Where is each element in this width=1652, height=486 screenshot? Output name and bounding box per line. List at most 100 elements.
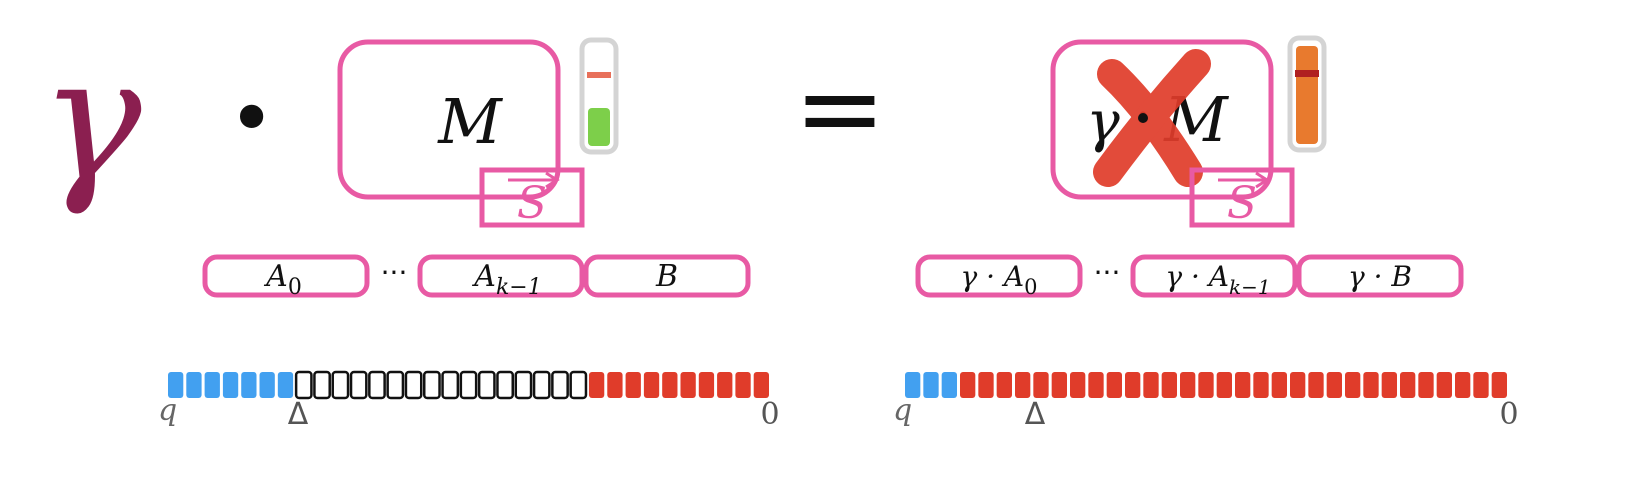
cross-out-icon (1093, 49, 1211, 187)
right-block-a0-label: γ · A0 (960, 260, 1037, 299)
right-bar-cell-red (960, 372, 976, 398)
gamma-symbol: γ (40, 21, 142, 219)
left-bar-cell-red (625, 372, 641, 398)
right-bar-cell-red (1455, 372, 1471, 398)
left-vector-box (479, 167, 585, 228)
right-delta-label: Δ (1025, 397, 1046, 432)
right-matrix-center-dot (1138, 113, 1148, 123)
left-bar-cell-empty (569, 370, 588, 400)
left-bar-cell-blue (186, 372, 202, 398)
left-noise-meter (579, 37, 619, 155)
right-bar-cell-red (1198, 372, 1214, 398)
right-bar-cell-red (1290, 372, 1306, 398)
right-noise-meter (1287, 35, 1327, 153)
left-bar-cell-blue (168, 372, 184, 398)
right-bar-cell-blue (905, 372, 921, 398)
left-meter-fill (588, 108, 610, 146)
right-modulus-bar (905, 372, 1507, 398)
right-vector-box (1189, 167, 1295, 228)
left-meter-marker (587, 72, 611, 78)
left-bar-cell-empty (532, 370, 551, 400)
left-bar-cell-empty (404, 370, 423, 400)
left-bar-cell-empty (331, 370, 350, 400)
right-q-label: q (893, 393, 912, 428)
right-bar-cell-red (1088, 372, 1104, 398)
left-bar-cell-empty (551, 370, 569, 400)
left-bar-cell-blue (277, 372, 294, 398)
right-bar-cell-red (1363, 372, 1379, 398)
left-bar-cell-red (607, 372, 623, 398)
left-block-b (583, 254, 751, 298)
left-block-a0 (202, 254, 370, 298)
left-q-label: q (158, 393, 177, 428)
right-bar-cell-red (1326, 372, 1342, 398)
right-matrix-box (1050, 39, 1274, 200)
right-bar-cell-red (1381, 372, 1397, 398)
right-bar-cell-red (1491, 372, 1507, 398)
right-block-ak (1130, 254, 1298, 298)
right-meter-marker (1295, 70, 1319, 77)
left-bar-cell-red (662, 372, 678, 398)
right-bar-cell-red (1143, 372, 1159, 398)
left-zero-label: 0 (760, 397, 779, 432)
left-matrix-box (337, 39, 561, 200)
left-bar-cell-empty (368, 370, 386, 400)
right-bar-cell-red (1308, 372, 1324, 398)
left-bar-cell-red (717, 372, 733, 398)
left-limb-blocks: A0 ··· Ak−1 B (202, 254, 751, 300)
right-zero-label: 0 (1499, 397, 1518, 432)
left-bar-cell-red (698, 372, 715, 398)
equals-sign: = (794, 44, 886, 172)
right-bar-cell-blue (923, 372, 939, 398)
left-vector-arrow (508, 171, 560, 189)
right-block-ak-label: γ · Ak−1 (1165, 260, 1270, 299)
left-matrix-label: M (437, 85, 503, 158)
left-bar-cell-empty (422, 370, 441, 400)
left-bar-cell-blue (241, 372, 257, 398)
right-bar-cell-red (1180, 372, 1196, 398)
left-bar-cell-empty (459, 370, 478, 400)
right-bar-cell-red (1070, 372, 1086, 398)
right-bar-cell-red (1473, 372, 1489, 398)
left-bar-cell-blue (222, 372, 239, 398)
left-bar-cell-red (643, 372, 660, 398)
right-bar-cell-red (1125, 372, 1141, 398)
right-bar-cell-red (1015, 372, 1031, 398)
right-vector-label: S (1227, 178, 1257, 229)
right-matrix: γ · M S (1050, 39, 1295, 229)
right-bar-cell-red (1051, 372, 1067, 398)
left-bar-cell-red (680, 372, 696, 398)
left-bar-cell-empty (514, 370, 533, 400)
multiply-dot: • (228, 72, 275, 165)
left-block-b-label: B (655, 259, 678, 294)
right-meter-fill (1296, 46, 1318, 144)
right-bar-cell-red (1161, 372, 1177, 398)
left-bar-cell-blue (204, 372, 220, 398)
right-bar-cell-red (978, 372, 994, 398)
left-ellipsis: ··· (381, 256, 408, 289)
right-block-a0 (915, 254, 1083, 298)
right-bar-cell-blue (941, 372, 957, 398)
right-vector-arrow (1218, 171, 1270, 189)
left-modulus-bar (168, 370, 769, 400)
left-delta-label: Δ (288, 397, 309, 432)
left-bar-cell-red (588, 372, 605, 398)
right-bar-cell-red (1216, 372, 1232, 398)
left-bar-cell-blue (259, 372, 275, 398)
left-bar-cell-red (735, 372, 751, 398)
right-limb-blocks: γ · A0 ··· γ · Ak−1 γ · B (915, 254, 1464, 299)
right-bar-cell-red (1106, 372, 1122, 398)
left-vector-label: S (517, 178, 547, 229)
right-bar-cell-red (1271, 372, 1287, 398)
right-bar-cell-red (1400, 372, 1416, 398)
left-bar-cell-empty (294, 370, 313, 400)
left-block-ak-label: Ak−1 (471, 259, 541, 300)
left-block-ak (417, 254, 585, 298)
left-matrix: M S (337, 39, 585, 229)
right-bar-cell-red (1345, 372, 1361, 398)
right-bar-cell-red (1235, 372, 1251, 398)
left-bar-cell-empty (386, 370, 405, 400)
right-bar-cell-red (996, 372, 1012, 398)
right-block-b (1296, 254, 1464, 298)
